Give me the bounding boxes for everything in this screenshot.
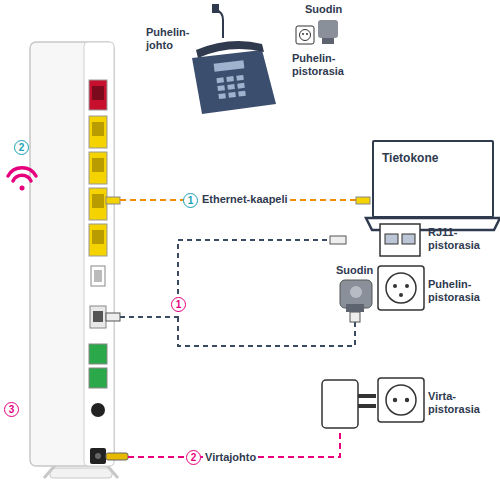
node-label: Tietokone xyxy=(382,151,438,165)
filter-icon-small xyxy=(318,20,338,44)
cable-label: Virtajohto xyxy=(203,451,258,464)
callout-number: 1 xyxy=(171,297,186,312)
filter xyxy=(340,280,372,312)
phone-socket xyxy=(378,266,424,310)
lan-ports xyxy=(89,116,107,256)
power-adapter xyxy=(322,380,376,428)
telephone xyxy=(192,4,276,114)
phone-cable xyxy=(120,240,355,346)
callout-number: 2 xyxy=(14,140,29,155)
rj11-plug xyxy=(330,236,346,244)
part-label: Puhelin- pistorasia xyxy=(428,278,480,303)
callout-number: 3 xyxy=(4,402,19,417)
wifi-icon xyxy=(8,168,36,191)
computer-screen: Tietokone xyxy=(372,140,494,218)
rj11-plug xyxy=(106,313,120,321)
cable-label: Ethernet-kaapeli xyxy=(200,193,290,206)
router xyxy=(30,42,118,478)
rj11-socket xyxy=(380,224,420,256)
part-label: Suodin xyxy=(305,3,342,16)
phone-socket-small xyxy=(296,26,314,44)
part-label: Virta- pistorasia xyxy=(428,390,480,415)
callout-number: 1 xyxy=(183,193,198,208)
power-socket xyxy=(378,378,424,422)
callout-number: 2 xyxy=(186,450,201,465)
part-label: RJ11- pistorasia xyxy=(428,226,480,251)
part-label: Puhelin- pistorasia xyxy=(292,52,344,77)
part-label: Puhelin- johto xyxy=(146,26,189,51)
part-label: Suodin xyxy=(336,264,373,277)
rj11-plug xyxy=(350,312,360,322)
